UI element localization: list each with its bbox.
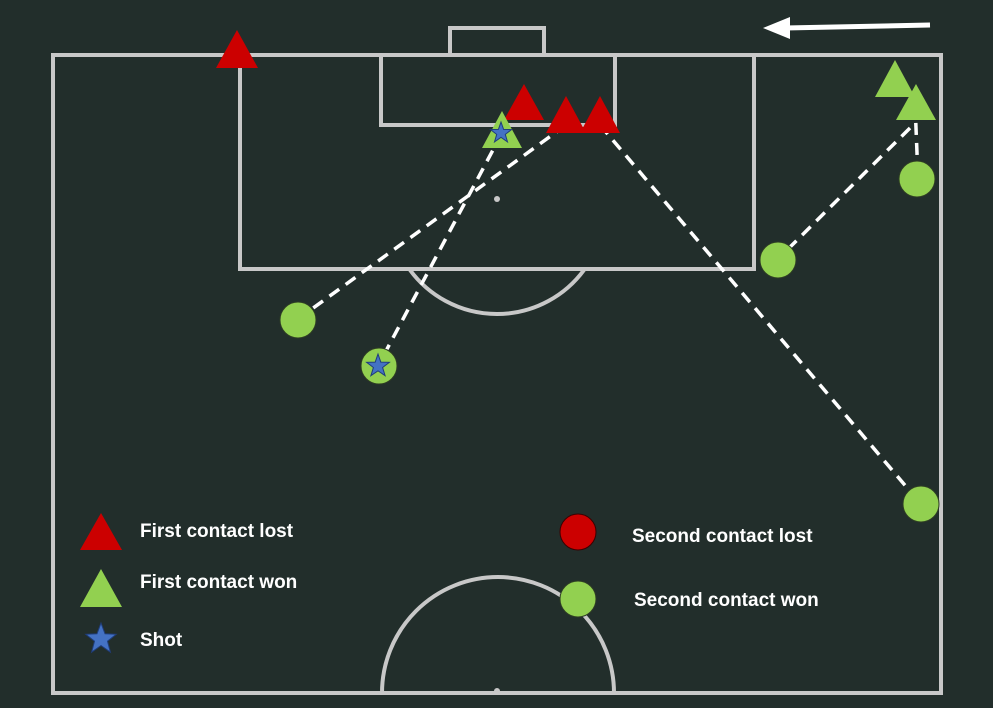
penalty-arc [408, 268, 586, 317]
legend-item-first-contact-lost: First contact lost [80, 513, 294, 550]
second-contact-lost-icon [559, 513, 597, 551]
legend-label: Second contact lost [632, 526, 813, 547]
centre-spot [494, 688, 500, 694]
penalty-area [238, 53, 756, 271]
connector [296, 123, 568, 321]
connector [376, 132, 504, 367]
second-contact-won-marker [279, 301, 317, 339]
first-contact-won-marker [896, 84, 936, 120]
legend-item-first-contact-won: First contact won [80, 569, 297, 607]
second-contact-won-marker [902, 485, 940, 523]
second-contact-won-icon [559, 580, 597, 618]
legend-label: First contact won [140, 572, 297, 593]
first-contact-lost-icon [80, 513, 122, 550]
connector [598, 123, 922, 505]
shot-icon [84, 621, 118, 654]
contact-connectors [296, 102, 922, 505]
shot-marker [489, 120, 513, 144]
second-contact-won-marker [898, 160, 936, 198]
first-contact-won-icon [80, 569, 122, 607]
legend-item-shot: Shot [84, 621, 183, 654]
first-contact-won-markers [482, 60, 936, 148]
first-contact-lost-markers [216, 30, 620, 133]
legend: First contact lost First contact won Sho… [80, 513, 819, 654]
legend-item-second-contact-won: Second contact won [559, 580, 819, 618]
attack-direction-arrow [763, 17, 931, 39]
legend-label: Second contact won [634, 590, 819, 611]
six-yard-box [379, 53, 617, 127]
second-contact-won-markers [279, 160, 940, 523]
first-contact-lost-marker [546, 96, 586, 133]
first-contact-lost-marker [504, 84, 544, 120]
centre-circle-arc [380, 575, 616, 694]
connector [776, 126, 912, 261]
first-contact-lost-marker [580, 96, 620, 133]
legend-label: Shot [140, 630, 183, 651]
second-contact-won-marker [759, 241, 797, 279]
penalty-spot [494, 196, 500, 202]
first-contact-won-marker [875, 60, 915, 97]
legend-label: First contact lost [140, 521, 294, 542]
shot-marker [365, 352, 391, 377]
goal [448, 26, 546, 57]
legend-item-second-contact-lost: Second contact lost [559, 513, 813, 551]
shot-markers [365, 120, 513, 377]
first-contact-lost-marker [216, 30, 258, 68]
